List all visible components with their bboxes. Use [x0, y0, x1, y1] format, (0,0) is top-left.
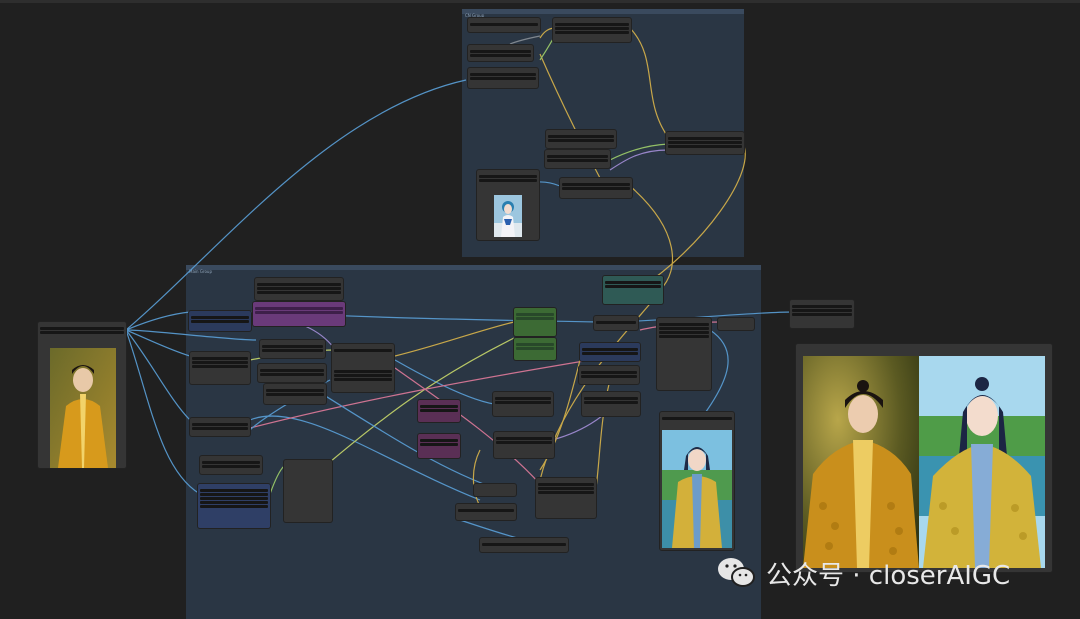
- node-clip-text-a[interactable]: [468, 45, 533, 61]
- node-ipadapter-b[interactable]: [418, 434, 460, 458]
- node-checkpoint-loader[interactable]: [553, 18, 631, 42]
- node-prompt-negative[interactable]: [258, 364, 326, 382]
- node-interrogator[interactable]: [332, 344, 394, 392]
- node-lora-loader[interactable]: [253, 302, 345, 326]
- generated-image-preview: [662, 430, 732, 548]
- node-model-loader[interactable]: [255, 278, 343, 300]
- node-openpose[interactable]: [582, 392, 640, 416]
- input-portrait-image: [50, 348, 116, 468]
- node-controlnet-apply[interactable]: [545, 150, 610, 168]
- node-vae-decode[interactable]: [718, 318, 754, 330]
- wechat-icon: [716, 555, 756, 591]
- top-menu-bar: [0, 0, 1080, 3]
- comparison-original-photo: [803, 356, 919, 568]
- node-vae-encode[interactable]: [190, 418, 250, 436]
- node-ksampler-main[interactable]: [657, 318, 711, 390]
- reference-anime-image: [494, 195, 522, 237]
- node-conditioning[interactable]: [264, 384, 326, 404]
- node-text-encode-a[interactable]: [468, 18, 540, 32]
- node-preprocessor-top[interactable]: [560, 178, 632, 198]
- node-controlnet-b[interactable]: [514, 338, 556, 360]
- node-scheduler[interactable]: [456, 504, 516, 520]
- node-clip-text-b[interactable]: [468, 68, 538, 88]
- node-controlnet-loader[interactable]: [546, 130, 616, 148]
- node-note[interactable]: [284, 460, 332, 522]
- watermark: 公众号 · closerAIGC: [716, 555, 1010, 591]
- node-vae-loader[interactable]: [189, 311, 251, 331]
- group-title: Main Group: [189, 269, 212, 274]
- group-title: CN Group: [465, 13, 485, 18]
- comparison-stylized-result: [919, 356, 1045, 568]
- node-ksampler-top[interactable]: [666, 132, 744, 154]
- node-image-scale[interactable]: [190, 352, 250, 384]
- node-ipadapter-a[interactable]: [418, 400, 460, 422]
- node-lineart-preprocessor[interactable]: [580, 343, 640, 361]
- node-controlnet-apply-main[interactable]: [603, 276, 663, 304]
- node-upscale-b[interactable]: [494, 432, 554, 458]
- node-controlnet-a[interactable]: [514, 308, 556, 336]
- node-latent-upscale[interactable]: [474, 484, 516, 496]
- watermark-text: 公众号 · closerAIGC: [766, 560, 1011, 591]
- node-text-multiline[interactable]: [198, 484, 270, 528]
- node-sampler-second[interactable]: [536, 478, 596, 518]
- node-seed[interactable]: [200, 456, 262, 474]
- node-upscale-a[interactable]: [493, 392, 553, 416]
- node-empty-latent[interactable]: [594, 316, 638, 330]
- node-image-compare[interactable]: [790, 300, 854, 328]
- node-depth-preprocessor[interactable]: [579, 366, 639, 384]
- node-prompt-positive[interactable]: [260, 340, 325, 358]
- node-save-image-main[interactable]: [480, 538, 568, 552]
